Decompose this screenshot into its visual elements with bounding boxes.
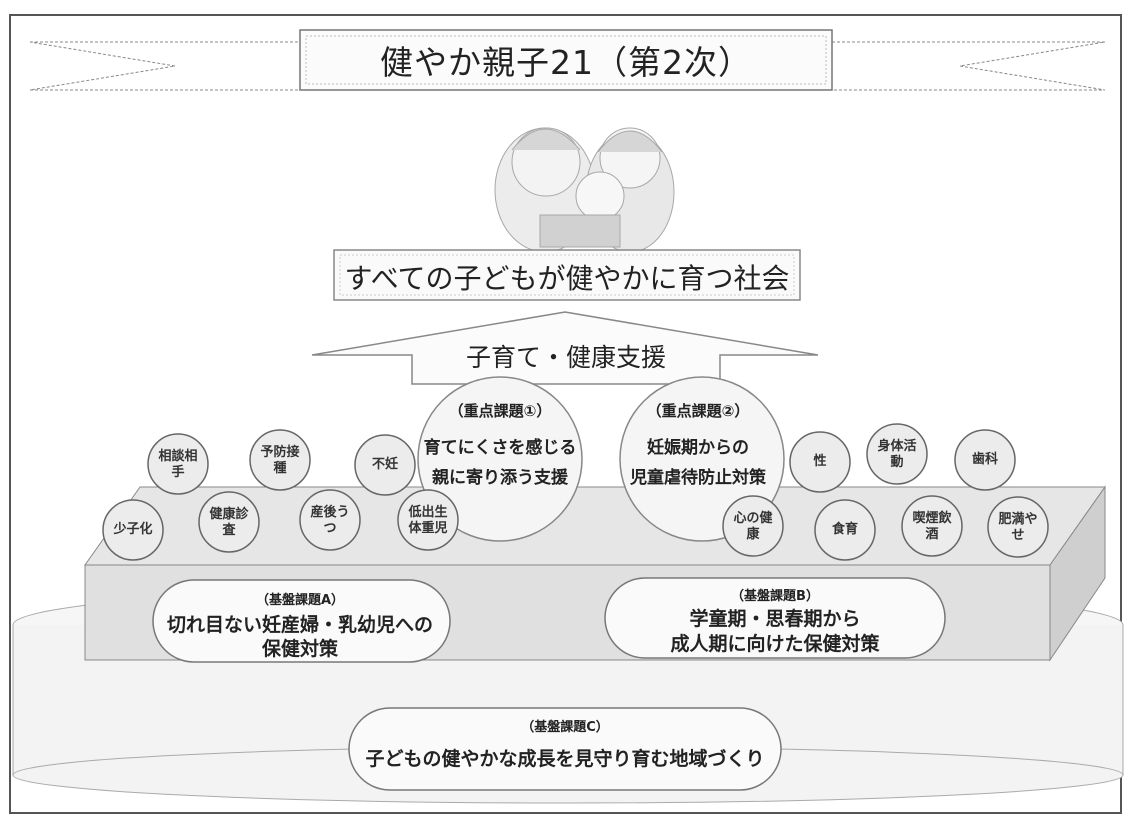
- ball-shika: [954, 429, 1016, 491]
- foundation-b-pill: [604, 577, 946, 659]
- banner-ribbon-right: [831, 41, 1106, 91]
- ball-yobou: [249, 429, 311, 491]
- ball-kokoro: [722, 495, 784, 557]
- priority2-tag: （重点課題②）: [646, 402, 750, 420]
- foundation-c-tag: （基盤課題C）: [521, 720, 609, 735]
- priority1-tag: （重点課題①）: [448, 402, 552, 420]
- foundation-c-pill: [348, 707, 782, 791]
- vision-text: すべての子どもが健やかに育つ社会: [344, 262, 790, 295]
- ball-label-shintai: 身体活動: [877, 439, 917, 470]
- ball-shoushika: [102, 499, 164, 561]
- foundation-c-line1: 子どもの健やかな成長を見守り育む地域づくり: [365, 748, 765, 770]
- ball-teishussho: [397, 489, 459, 551]
- ball-label-shika: 歯科: [971, 452, 998, 467]
- ball-label-yobou: 予防接種: [260, 445, 300, 476]
- ball-label-sei: 性: [813, 454, 827, 469]
- support-arrow: [311, 311, 819, 385]
- ball-label-funin: 不妊: [371, 457, 398, 472]
- banner-ribbon-left: [29, 41, 301, 91]
- foundation-a-line1: 切れ目ない妊産婦・乳幼児への: [166, 614, 433, 636]
- ball-sango: [299, 489, 361, 551]
- ball-himan: [987, 496, 1049, 558]
- ball-kenshin: [198, 491, 260, 553]
- support-arrow-label: 子育て・健康支援: [465, 343, 666, 372]
- foundation-b-line1: 学童期・思春期から: [689, 608, 861, 630]
- ball-label-teishussho: 低出生体重児: [408, 505, 448, 536]
- ball-label-shokuiku: 食育: [831, 522, 858, 537]
- foundation-a-pill: [152, 579, 451, 663]
- ball-label-kokoro: 心の健康: [733, 511, 773, 542]
- ball-funin: [354, 434, 416, 496]
- banner-title: 健やか親子21（第2次）: [380, 43, 752, 82]
- ball-sei: [789, 431, 851, 493]
- ball-kitsuen: [901, 495, 963, 557]
- foundation-a-line2: 保健対策: [261, 638, 338, 660]
- ball-label-himan: 肥満やせ: [998, 512, 1038, 543]
- priority1-circle: [417, 376, 583, 542]
- priority2-line1: 妊娠期からの: [647, 438, 749, 458]
- ball-soudan: [147, 433, 209, 495]
- priority2-line2: 児童虐待防止対策: [630, 468, 766, 488]
- ball-label-soudan: 相談相手: [158, 449, 198, 480]
- ball-label-kitsuen: 喫煙飲酒: [912, 511, 952, 542]
- priority1-line2: 親に寄り添う支援: [432, 468, 568, 488]
- ball-shokuiku: [814, 499, 876, 561]
- ball-shintai: [866, 423, 928, 485]
- banner-box: [299, 29, 833, 91]
- foundation-b-tag: （基盤課題B）: [731, 589, 819, 604]
- priority1-line1: 育てにくさを感じる: [423, 438, 577, 458]
- vision-box: [333, 249, 801, 301]
- family-illustration: [494, 127, 675, 253]
- ball-label-kenshin: 健康診査: [209, 507, 249, 538]
- ball-label-sango: 産後うつ: [310, 505, 350, 536]
- foundation-a-tag: （基盤課題A）: [255, 593, 345, 608]
- foundation-b-line2: 成人期に向けた保健対策: [670, 633, 880, 655]
- ball-label-shoushika: 少子化: [113, 522, 153, 537]
